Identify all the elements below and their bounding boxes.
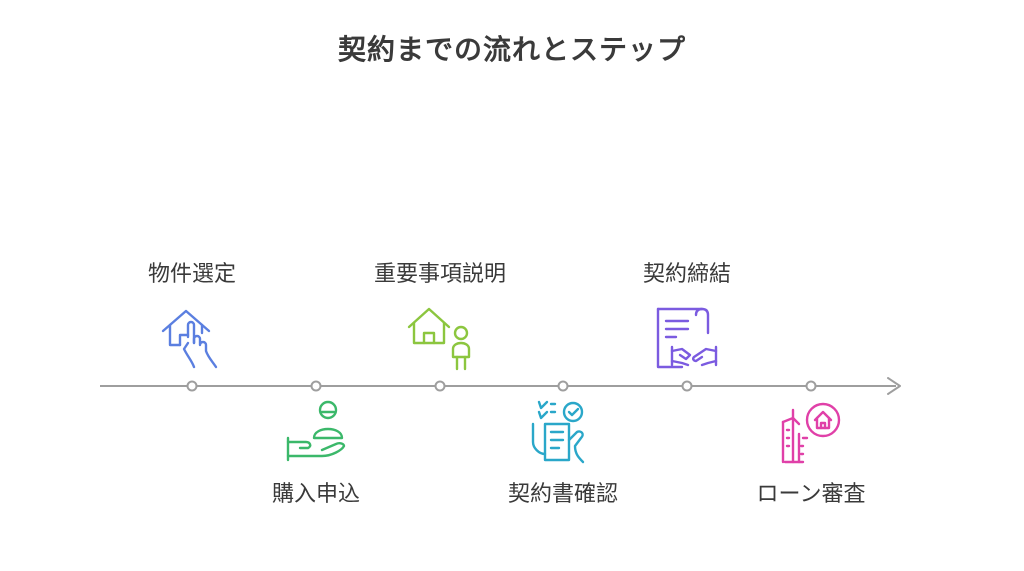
- timeline-node-1: [186, 380, 198, 392]
- document-check-icon: [529, 398, 599, 468]
- timeline-node-4: [557, 380, 569, 392]
- step-6-label: ローン審査: [756, 482, 866, 507]
- timeline-node-6: [805, 380, 817, 392]
- timeline-node-3: [434, 380, 446, 392]
- step-2-label: 購入申込: [271, 482, 360, 507]
- house-buildings-icon: [777, 398, 847, 468]
- step-5-label: 契約締結: [642, 262, 731, 287]
- house-hand-icon: [158, 305, 228, 375]
- step-3-label: 重要事項説明: [373, 262, 506, 287]
- contract-handshake-icon: [652, 303, 722, 373]
- timeline-node-5: [681, 380, 693, 392]
- person-offer-icon: [282, 398, 352, 468]
- timeline-arrowhead: [887, 377, 901, 395]
- step-1-label: 物件選定: [147, 262, 236, 287]
- step-4-label: 契約書確認: [507, 482, 618, 507]
- page-title: 契約までの流れとステップ: [337, 33, 686, 66]
- timeline-node-2: [310, 380, 322, 392]
- house-person-icon: [405, 305, 475, 375]
